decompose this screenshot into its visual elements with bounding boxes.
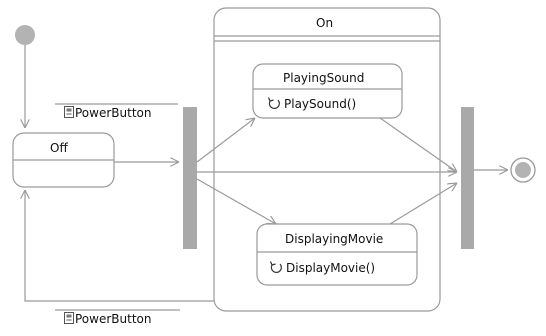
power-button-icon	[64, 106, 74, 118]
transition-displaying-movie-to-join	[389, 183, 457, 225]
transition-playing-sound-to-join	[379, 117, 457, 172]
fork-bar	[183, 107, 197, 249]
state-on-label: On	[316, 16, 333, 30]
state-off-label: Off	[50, 141, 68, 155]
action-cycle-icon	[267, 97, 280, 109]
trigger-power-off-label: PowerButton	[75, 312, 151, 326]
power-button-icon	[64, 312, 74, 324]
state-playing-sound-action: PlaySound()	[284, 97, 356, 111]
transition-fork-to-playing-sound	[196, 118, 255, 163]
transition-fork-to-displaying-movie	[196, 178, 276, 224]
trigger-power-on-label: PowerButton	[75, 106, 151, 120]
state-off[interactable]: Off	[12, 132, 115, 188]
state-playing-sound[interactable]: PlayingSound PlaySound()	[252, 63, 403, 119]
transition-on-to-off	[25, 190, 214, 302]
state-displaying-movie[interactable]: DisplayingMovie DisplayMovie()	[256, 223, 418, 286]
initial-pseudostate	[15, 25, 35, 45]
state-displaying-movie-action: DisplayMovie()	[286, 261, 375, 275]
final-pseudostate	[510, 157, 536, 183]
state-playing-sound-label: PlayingSound	[283, 71, 364, 85]
state-displaying-movie-label: DisplayingMovie	[285, 232, 383, 246]
action-cycle-icon	[269, 261, 282, 273]
join-bar	[461, 107, 474, 249]
